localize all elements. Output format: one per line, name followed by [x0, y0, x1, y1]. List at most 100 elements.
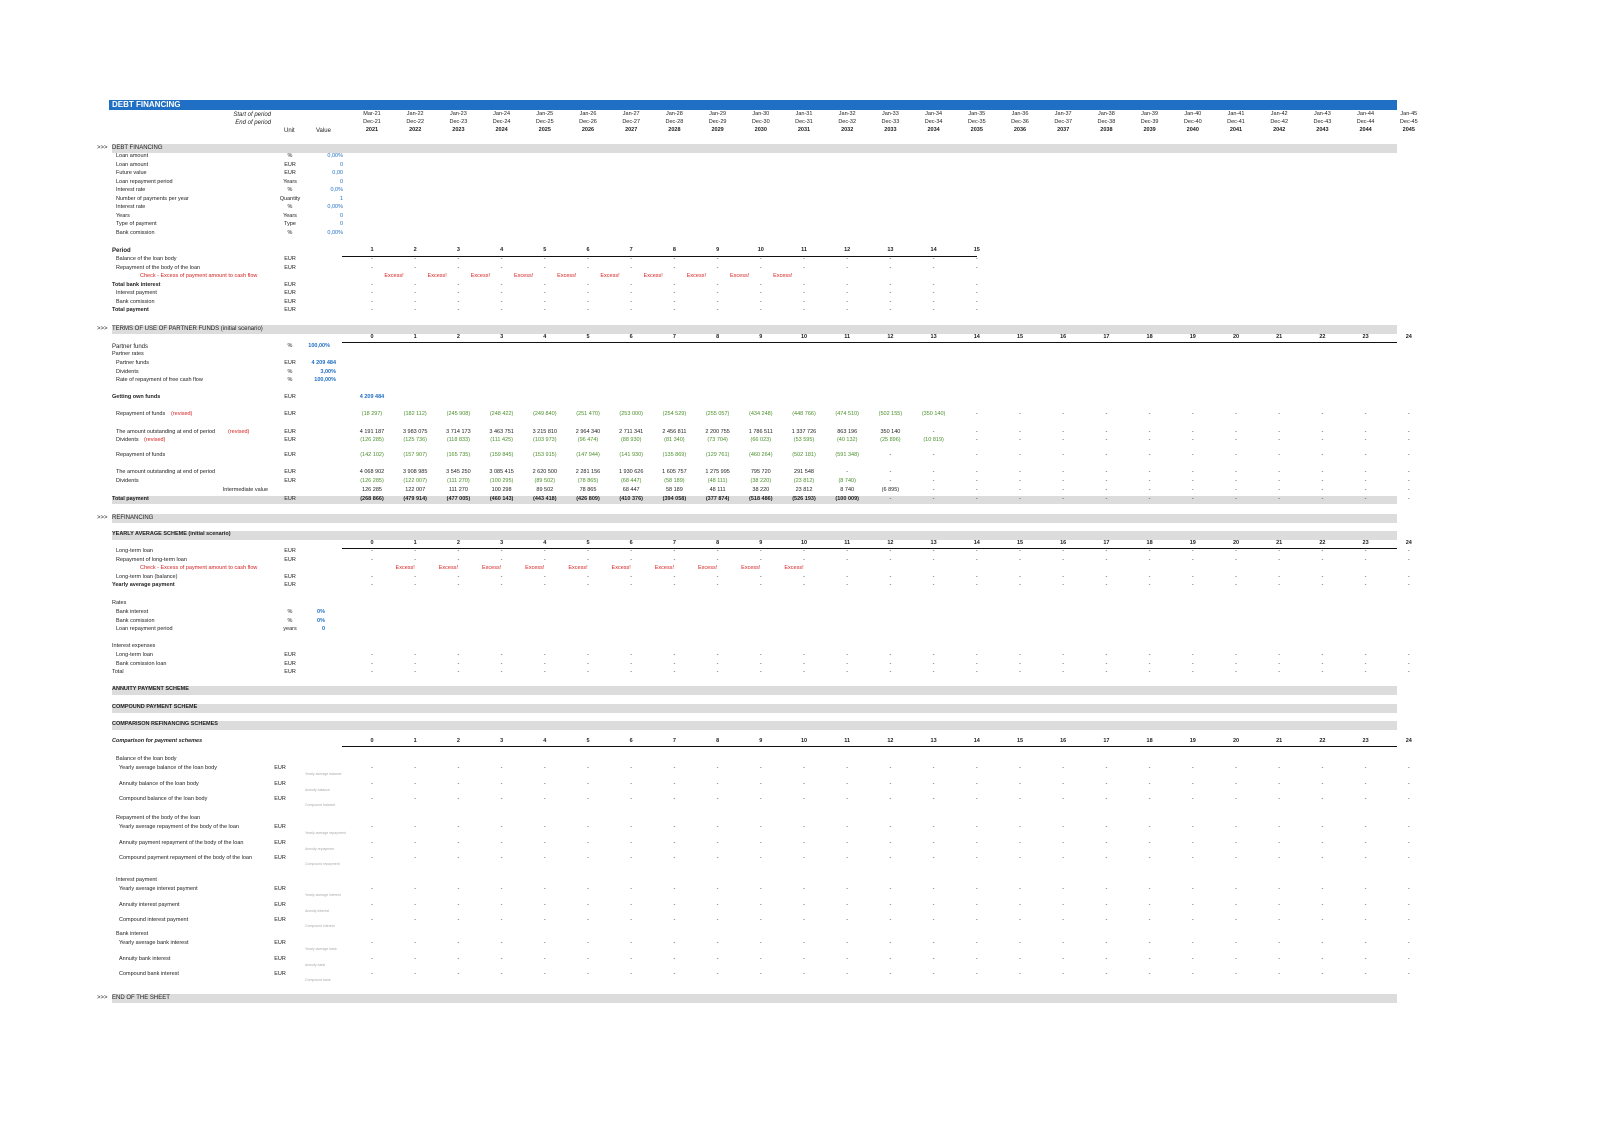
- dash-cell: -: [932, 824, 935, 830]
- start-date: Jan-25: [536, 111, 554, 117]
- dash-cell: -: [630, 281, 633, 288]
- col-number: 2: [456, 738, 460, 744]
- dash-cell: -: [1364, 556, 1367, 563]
- dash-cell: -: [1364, 971, 1367, 977]
- dash-cell: -: [1105, 487, 1108, 493]
- dash-cell: -: [630, 956, 633, 962]
- dash-cell: -: [1278, 669, 1281, 675]
- dash-cell: -: [1105, 660, 1108, 667]
- dash-cell: -: [630, 652, 633, 658]
- debt-row-label: Check - Excess of payment amount to cash…: [140, 273, 258, 279]
- dash-cell: -: [975, 855, 978, 861]
- dash-cell: -: [846, 855, 849, 861]
- rate-label: Loan repayment period: [116, 626, 173, 632]
- dash-cell: -: [1407, 478, 1410, 484]
- dash-cell: -: [1235, 940, 1237, 946]
- param-label: Loan amount: [116, 161, 149, 168]
- col-number: 15: [1016, 738, 1024, 744]
- dash-cell: -: [587, 765, 589, 771]
- dash-cell: -: [1321, 917, 1324, 923]
- row-label: Dividents: [116, 437, 139, 443]
- dash-cell: -: [414, 281, 417, 288]
- dash-cell: -: [1148, 452, 1151, 458]
- param-unit: EUR: [284, 170, 296, 176]
- dash-cell: -: [1105, 548, 1108, 554]
- rate-value: 0: [321, 626, 325, 632]
- value-cell: (118 833): [446, 437, 470, 443]
- dash-cell: -: [673, 917, 676, 923]
- dash-cell: -: [1019, 781, 1021, 787]
- dash-cell: -: [1364, 886, 1367, 892]
- dash-cell: -: [975, 971, 978, 977]
- dash-cell: -: [414, 548, 417, 554]
- dash-cell: -: [1321, 781, 1324, 787]
- dash-cell: -: [1148, 781, 1151, 787]
- start-date: Jan-44: [1357, 111, 1375, 117]
- intermediate-cell: 58 189: [665, 487, 683, 493]
- value-cell: (8 740): [838, 478, 856, 484]
- dash-cell: -: [932, 652, 935, 658]
- dash-cell: -: [716, 256, 719, 262]
- dash-cell: -: [457, 652, 460, 658]
- dash-cell: -: [1105, 556, 1108, 563]
- dash-cell: -: [1407, 886, 1410, 892]
- dash-cell: -: [889, 256, 892, 262]
- value-cell: 3 714 173: [446, 429, 471, 435]
- rate-value: 4 209 484: [311, 360, 336, 366]
- value-cell: 1 930 626: [618, 469, 644, 475]
- dash-cell: -: [1278, 548, 1281, 554]
- dash-cell: -: [1364, 855, 1367, 861]
- dash-cell: -: [932, 469, 935, 475]
- dash-cell: -: [1235, 669, 1237, 675]
- dash-cell: -: [1278, 902, 1281, 908]
- rate-value: 3,00%: [320, 368, 336, 375]
- dash-cell: -: [716, 573, 719, 580]
- dash-cell: -: [630, 264, 633, 271]
- comparison-row-label: Annuity bank interest: [119, 956, 171, 962]
- partner-rates-label: Partner rates: [112, 351, 144, 357]
- value-cell: -: [932, 429, 935, 435]
- debt-row-label: Total bank interest: [112, 281, 161, 288]
- yearly-heading: YEARLY AVERAGE SCHEME (initial scenario): [112, 531, 231, 537]
- dash-cell: -: [457, 902, 460, 908]
- comparison-row-unit: EUR: [274, 781, 286, 787]
- dash-cell: -: [543, 556, 546, 563]
- dash-cell: -: [1191, 855, 1194, 861]
- dash-cell: -: [500, 298, 503, 305]
- dash-cell: -: [1278, 840, 1281, 846]
- excess-flag: Excess!: [654, 565, 675, 571]
- param-label: Interest rate: [116, 204, 146, 210]
- param-value: 0: [339, 178, 343, 185]
- debt-row-unit: EUR: [284, 256, 296, 262]
- dash-cell: -: [1062, 781, 1065, 787]
- end-date: Dec-27: [622, 119, 641, 125]
- dash-cell: -: [1191, 765, 1194, 771]
- dash-cell: -: [1278, 971, 1281, 977]
- dash-cell: -: [803, 307, 805, 313]
- refi-row-label: Repayment of long-term loan: [116, 556, 187, 563]
- param-value: 0,00%: [327, 204, 343, 210]
- dash-cell: -: [673, 660, 676, 667]
- dash-cell: -: [1191, 437, 1194, 443]
- end-date: Dec-43: [1313, 119, 1332, 125]
- year: 2041: [1229, 127, 1243, 133]
- total-cell: (410 376): [619, 496, 643, 502]
- dash-cell: -: [803, 582, 805, 588]
- dash-cell: -: [1062, 855, 1065, 861]
- dash-cell: -: [414, 652, 417, 658]
- dash-cell: -: [803, 298, 805, 305]
- dash-cell: -: [500, 940, 503, 946]
- start-date: Jan-33: [881, 111, 899, 117]
- value-cell: (448 766): [792, 411, 816, 417]
- col-number: 19: [1189, 540, 1196, 546]
- year: 2030: [754, 127, 767, 133]
- dash-cell: -: [500, 796, 503, 802]
- dash-cell: -: [1019, 478, 1021, 484]
- value-cell: 2 281 156: [575, 469, 601, 475]
- dash-cell: -: [673, 290, 676, 296]
- dash-cell: -: [1148, 548, 1151, 554]
- dash-cell: -: [1019, 548, 1021, 554]
- dash-cell: -: [932, 902, 935, 908]
- dash-cell: -: [457, 971, 460, 977]
- compound-band: [112, 704, 1397, 713]
